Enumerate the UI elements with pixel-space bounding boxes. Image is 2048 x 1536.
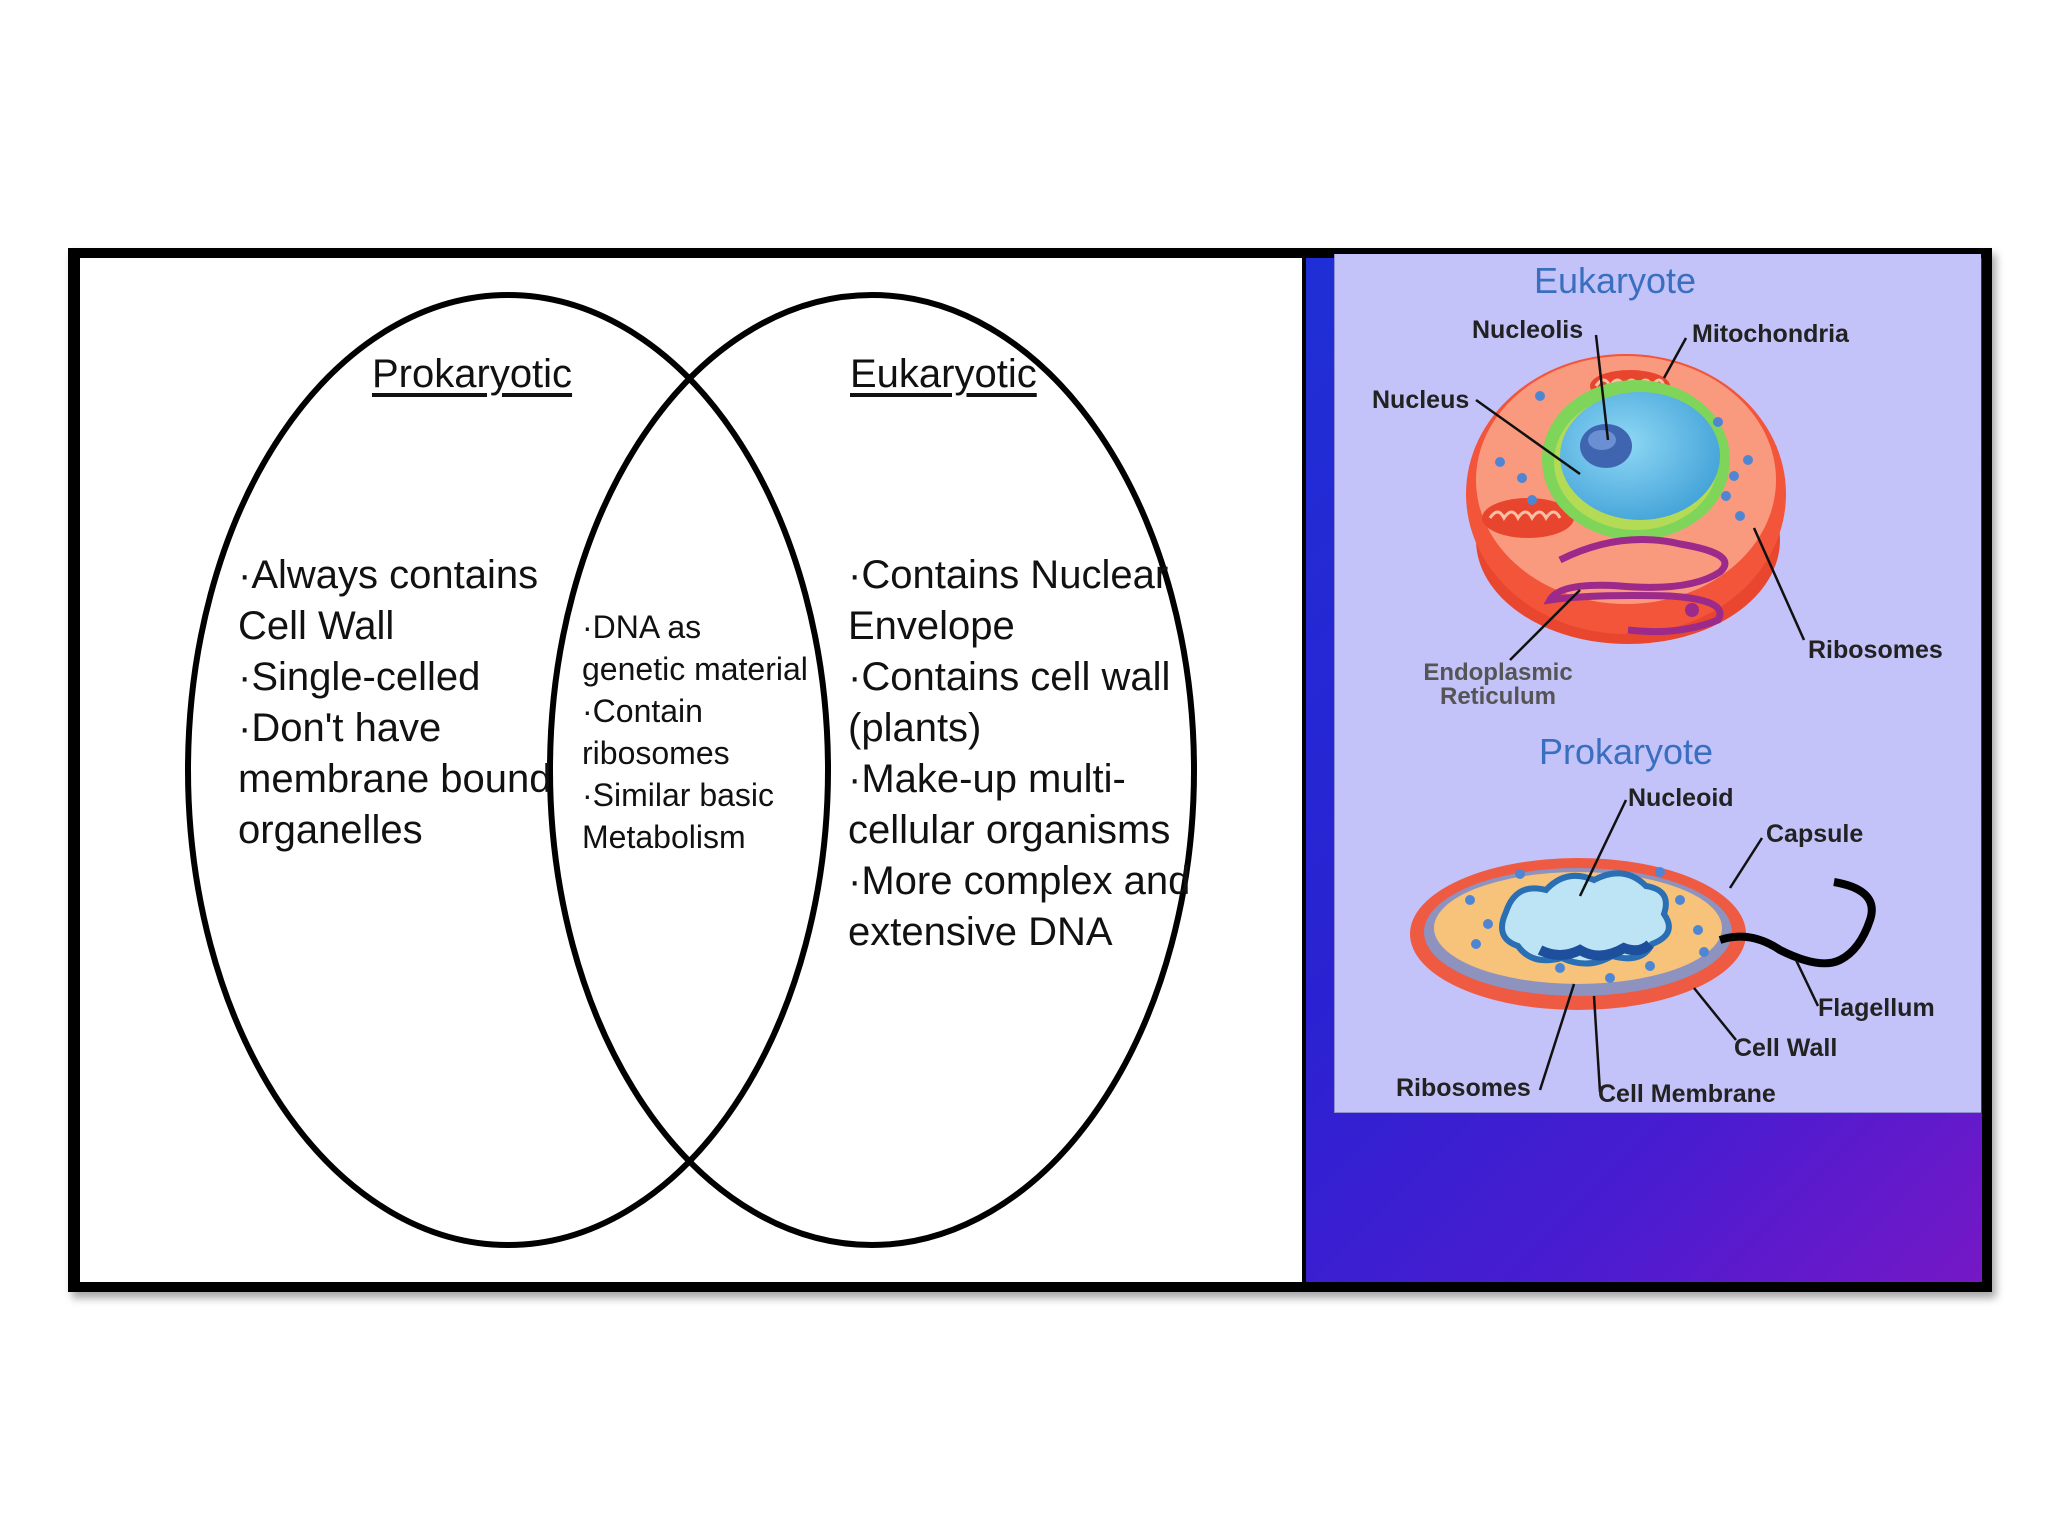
list-item: ·Contains cell wall — [848, 655, 1171, 699]
list-item: membrane bound — [238, 757, 552, 801]
prokaryotic-title: Prokaryotic — [372, 352, 573, 396]
label-cell-membrane: Cell Membrane — [1598, 1080, 1776, 1108]
eukaryote-leader-lines — [1475, 334, 1806, 661]
prokaryote-leader-lines — [1538, 799, 1820, 1093]
list-item: ·Similar basic — [582, 777, 775, 813]
list-item: ·Contains Nuclear — [848, 553, 1169, 597]
label-cell-wall: Cell Wall — [1734, 1034, 1837, 1062]
shared-traits: ·DNA as genetic material ·Contain riboso… — [582, 606, 808, 858]
label-capsule: Capsule — [1766, 820, 1863, 848]
eukaryotic-circle — [547, 292, 1197, 1248]
list-item: ·More complex and — [848, 859, 1191, 903]
list-item: Metabolism — [582, 819, 746, 855]
eukaryotic-traits: ·Contains Nuclear Envelope ·Contains cel… — [848, 550, 1190, 958]
label-nucleolis: Nucleolis — [1472, 316, 1583, 344]
label-endoplasmic: Endoplasmic — [1423, 659, 1572, 686]
list-item: ·Always contains — [238, 553, 539, 597]
list-item: Cell Wall — [238, 604, 395, 648]
list-item: (plants) — [848, 706, 982, 750]
label-mitochondria: Mitochondria — [1692, 320, 1850, 348]
eukaryotic-cell-drawing — [1466, 354, 1786, 644]
label-eukaryote-ribosomes: Ribosomes — [1808, 636, 1943, 664]
label-flagellum: Flagellum — [1818, 994, 1935, 1022]
prokaryotic-traits: ·Always contains Cell Wall ·Single-celle… — [238, 550, 552, 856]
list-item: organelles — [238, 808, 423, 852]
list-item: ·Contain — [582, 693, 703, 729]
list-item: ·Make-up multi- — [848, 757, 1126, 801]
list-item: genetic material — [582, 651, 808, 687]
list-item: ·DNA as — [582, 609, 702, 645]
eukaryote-title: Eukaryote — [1534, 260, 1696, 301]
list-item: Envelope — [848, 604, 1015, 648]
list-item: extensive DNA — [848, 910, 1113, 954]
label-reticulum: Reticulum — [1440, 683, 1556, 710]
prokaryote-title: Prokaryote — [1539, 731, 1713, 772]
list-item: cellular organisms — [848, 808, 1171, 852]
prokaryotic-circle — [185, 292, 831, 1248]
prokaryotic-cell-drawing — [1410, 858, 1876, 1010]
list-item: ·Don't have — [238, 706, 442, 750]
label-nucleus: Nucleus — [1372, 386, 1469, 414]
label-nucleoid: Nucleoid — [1628, 784, 1734, 812]
list-item: ·Single-celled — [238, 655, 481, 699]
list-item: ribosomes — [582, 735, 730, 771]
label-prokaryote-ribosomes: Ribosomes — [1396, 1074, 1531, 1102]
eukaryotic-title: Eukaryotic — [850, 352, 1037, 396]
